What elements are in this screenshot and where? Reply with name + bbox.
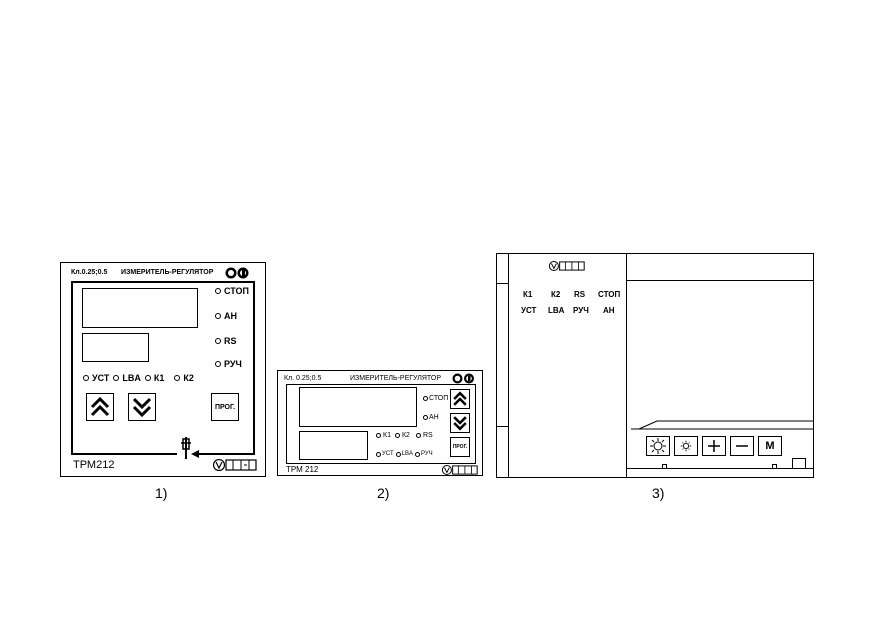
device2-down-button[interactable] bbox=[450, 413, 470, 433]
device3-clip-line bbox=[496, 283, 509, 284]
device3-label-rs: RS bbox=[574, 290, 586, 299]
led-icon bbox=[423, 415, 428, 420]
sun-bright-icon bbox=[650, 438, 666, 454]
owen-logo bbox=[213, 459, 257, 471]
plus-icon bbox=[708, 440, 720, 452]
device1-class-label: Кл.0.25;0.5 bbox=[71, 269, 108, 276]
led-icon bbox=[144, 375, 151, 381]
brightness-down-button[interactable] bbox=[674, 436, 698, 456]
owen-logo bbox=[442, 465, 478, 475]
device1-led-rs: RS bbox=[215, 336, 237, 346]
device1-model: ТРМ212 bbox=[73, 459, 115, 471]
led-icon bbox=[215, 288, 221, 294]
led-icon bbox=[83, 375, 89, 381]
device2-title: ИЗМЕРИТЕЛЬ-РЕГУЛЯТОР bbox=[350, 375, 441, 382]
device3-label-k1: К1 bbox=[523, 290, 533, 299]
device1-caption: 1) bbox=[155, 485, 168, 501]
device1-up-button[interactable] bbox=[86, 393, 114, 421]
device1-front-panel: Кл.0.25;0.5 ИЗМЕРИТЕЛЬ-РЕГУЛЯТОР СТОП АН… bbox=[60, 262, 266, 477]
device1-display-upper bbox=[82, 288, 198, 328]
led-icon bbox=[423, 396, 428, 401]
device2-led-row1: К1 К2 RS bbox=[376, 432, 433, 439]
minus-icon bbox=[736, 445, 748, 447]
led-icon bbox=[395, 451, 401, 457]
device1-bezel bbox=[71, 281, 255, 455]
device1-bezel-bottom-right bbox=[207, 453, 255, 455]
device3-bottom-notch bbox=[662, 464, 667, 469]
device2-led-row2: УСТ LBA РУЧ bbox=[376, 451, 433, 457]
device3-label-ust: УСТ bbox=[521, 306, 537, 315]
led-icon bbox=[376, 433, 381, 438]
device3-left-clip bbox=[496, 253, 509, 478]
m-button[interactable]: M bbox=[758, 436, 782, 456]
device1-led-an: АН bbox=[215, 311, 237, 321]
device1-led-ruch: РУЧ bbox=[215, 359, 242, 369]
device3-bottom-line bbox=[627, 468, 814, 469]
device3-din-rail-housing: К1 К2 RS СТОП УСТ LBA РУЧ АН M bbox=[496, 253, 814, 478]
led-icon bbox=[376, 451, 381, 457]
device3-label-ruch: РУЧ bbox=[573, 306, 589, 315]
device1-led-row: УСТ LBA К1 К2 bbox=[83, 373, 194, 383]
device2-bezel bbox=[286, 384, 476, 464]
device1-prog-button[interactable]: ПРОГ. bbox=[211, 393, 239, 421]
device3-label-lba: LBA bbox=[548, 306, 565, 315]
device3-top-band bbox=[627, 280, 814, 281]
led-icon bbox=[215, 338, 221, 344]
minus-button[interactable] bbox=[730, 436, 754, 456]
device3-bottom-notch bbox=[772, 464, 777, 469]
device2-up-button[interactable] bbox=[450, 389, 470, 409]
device2-model: ТРМ 212 bbox=[286, 465, 319, 474]
valve-symbol-icon bbox=[181, 437, 209, 459]
led-icon bbox=[414, 451, 420, 457]
device3-label-k2: К2 bbox=[551, 290, 561, 299]
device2-display-upper bbox=[299, 387, 417, 427]
owen-logo bbox=[549, 261, 585, 271]
device2-prog-button[interactable]: ПРОГ. bbox=[450, 437, 470, 457]
chevron-double-down-icon bbox=[453, 416, 467, 431]
led-icon bbox=[113, 375, 120, 381]
sun-dim-icon bbox=[680, 440, 692, 452]
led-icon bbox=[174, 375, 181, 381]
certification-mark bbox=[452, 373, 474, 384]
device1-title: ИЗМЕРИТЕЛЬ-РЕГУЛЯТОР bbox=[121, 269, 214, 276]
brightness-up-button[interactable] bbox=[646, 436, 670, 456]
led-icon bbox=[415, 433, 421, 438]
device2-caption: 2) bbox=[377, 485, 390, 501]
device3-caption: 3) bbox=[652, 485, 665, 501]
device3-cover-edge bbox=[631, 420, 814, 430]
device3-label-an: АН bbox=[603, 306, 615, 315]
device2-led-an: АН bbox=[423, 414, 439, 421]
chevron-double-down-icon bbox=[132, 397, 152, 418]
plus-button[interactable] bbox=[702, 436, 726, 456]
device2-display-lower bbox=[299, 431, 368, 460]
device2-class-label: Кл. 0.25;0.5 bbox=[284, 375, 322, 382]
device3-clip-line bbox=[496, 426, 509, 427]
device2-front-panel: Кл. 0.25;0.5 ИЗМЕРИТЕЛЬ-РЕГУЛЯТОР СТОП А… bbox=[277, 370, 483, 476]
chevron-double-up-icon bbox=[90, 396, 110, 417]
device3-outline bbox=[496, 253, 814, 478]
chevron-double-up-icon bbox=[453, 391, 467, 406]
device1-display-lower bbox=[82, 333, 149, 362]
led-icon bbox=[215, 361, 221, 367]
device1-led-stop: СТОП bbox=[215, 286, 249, 296]
device2-led-stop: СТОП bbox=[423, 395, 448, 402]
certification-mark bbox=[225, 267, 249, 279]
led-icon bbox=[394, 433, 400, 438]
device3-bottom-tab bbox=[792, 458, 806, 469]
led-icon bbox=[215, 313, 221, 319]
device3-label-stop: СТОП bbox=[598, 290, 621, 299]
device1-bezel-bottom-left bbox=[71, 453, 177, 455]
device3-label-panel bbox=[509, 253, 627, 478]
device1-down-button[interactable] bbox=[128, 393, 156, 421]
